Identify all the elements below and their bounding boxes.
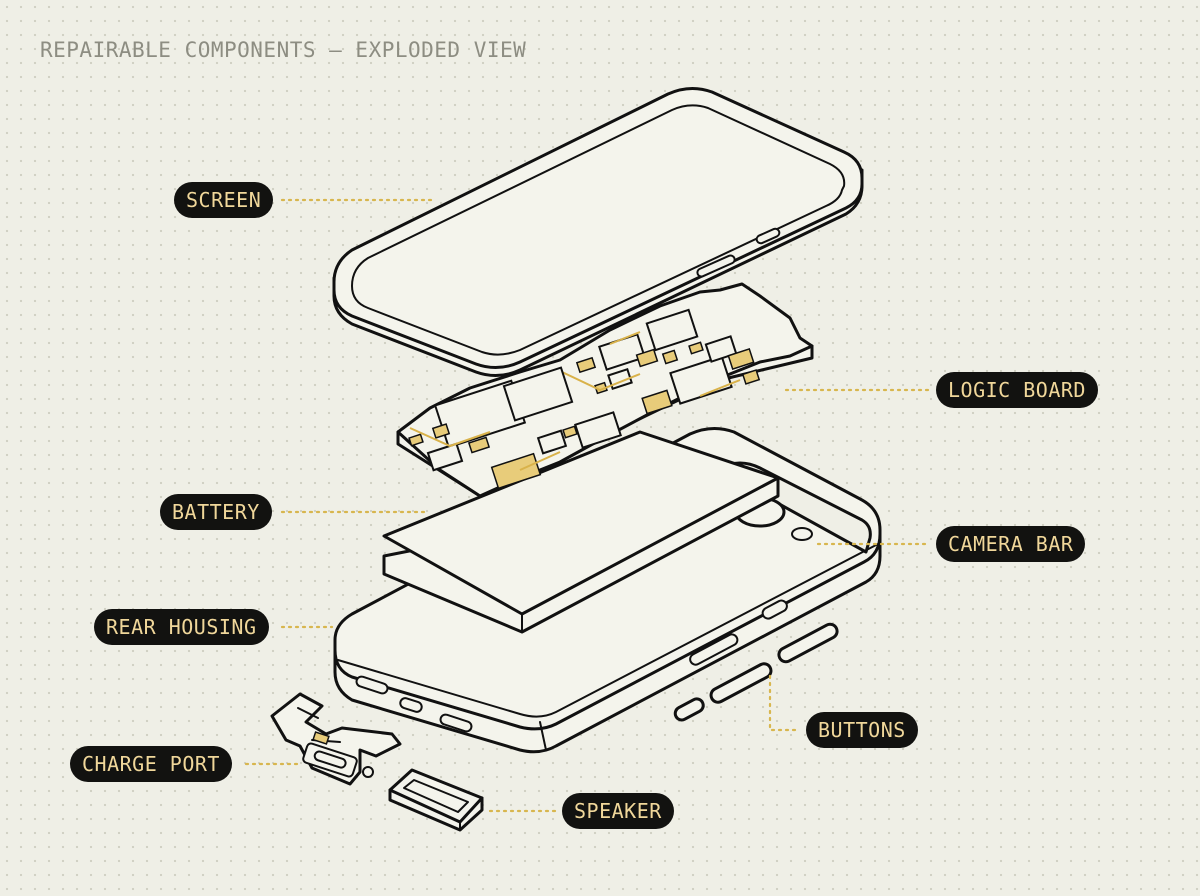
leader-lines: [244, 198, 932, 813]
screen-label: SCREEN: [174, 182, 274, 218]
camera-bar-label: CAMERA BAR: [936, 526, 1086, 562]
battery-label: BATTERY: [160, 494, 272, 530]
logic-board-label: LOGIC BOARD: [936, 372, 1098, 408]
diagram-title: REPAIRABLE COMPONENTS – EXPLODED VIEW: [40, 38, 527, 62]
screen-part: [332, 87, 864, 377]
speaker-label: SPEAKER: [562, 793, 674, 829]
charge-port-part: [270, 692, 402, 786]
rear-housing-label: REAR HOUSING: [94, 609, 269, 645]
charge-port-label: CHARGE PORT: [70, 746, 232, 782]
speaker-part: [388, 768, 484, 832]
buttons-part: [673, 622, 839, 722]
logic-board-part: [396, 282, 814, 498]
buttons-label: BUTTONS: [806, 712, 918, 748]
battery-part: [382, 430, 780, 634]
